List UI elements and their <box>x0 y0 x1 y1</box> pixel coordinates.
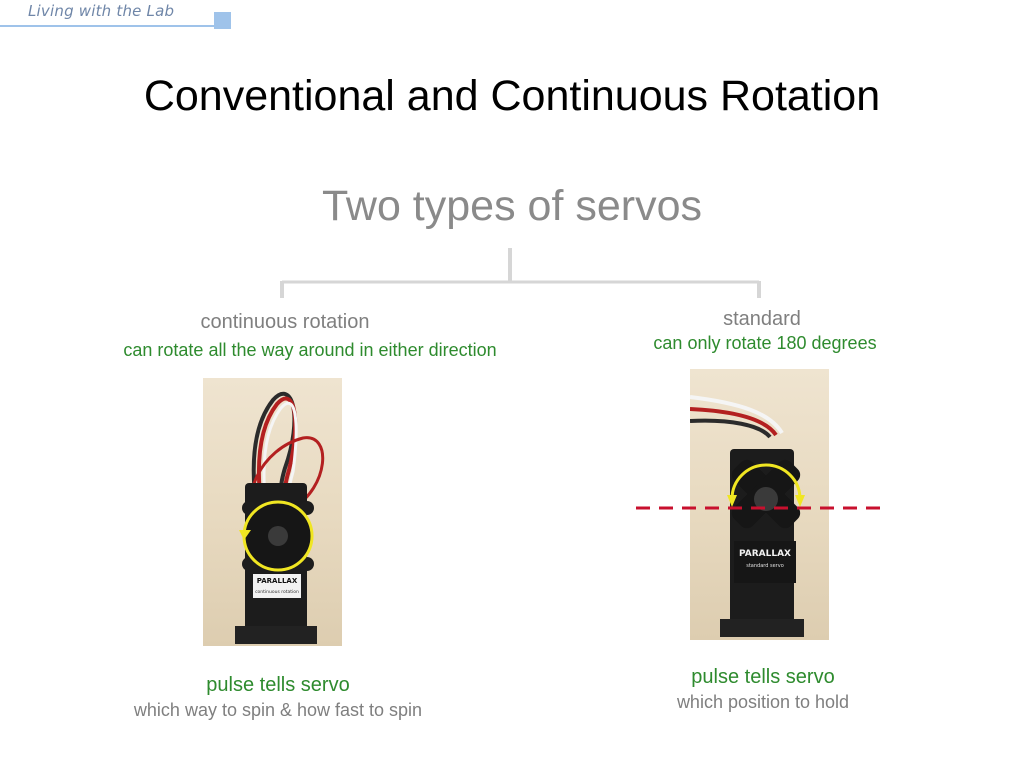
left-arrowhead-icon <box>727 495 737 507</box>
standard-servo-label: standard servo <box>746 563 784 569</box>
continuous-rotation-description: can rotate all the way around in either … <box>123 340 497 360</box>
header-rule <box>0 25 214 27</box>
continuous-servo-label: continuous rotation <box>255 589 299 595</box>
standard-heading: standard <box>723 308 801 330</box>
standard-servo-brand: PARALLAX <box>739 549 791 559</box>
continuous-servo-illustration: PARALLAX continuous rotation <box>235 391 325 644</box>
standard-servo-illustration: PARALLAX standard servo <box>690 395 805 637</box>
standard-pulse-description: which position to hold <box>676 692 850 712</box>
continuous-pulse-description: which way to spin & how fast to spin <box>133 700 423 720</box>
standard-servo-photo: PARALLAX standard servo <box>690 369 829 640</box>
header-square <box>214 12 231 29</box>
header-tag: Living with the Lab <box>28 2 175 20</box>
continuous-rotation-heading: continuous rotation <box>200 311 370 333</box>
slide-title: Conventional and Continuous Rotation <box>143 72 881 120</box>
tree-connector <box>280 248 761 298</box>
standard-description: can only rotate 180 degrees <box>653 333 877 353</box>
half-rotation-arrow-icon <box>730 463 802 500</box>
range-dashed-line <box>636 506 886 510</box>
continuous-pulse-title: pulse tells servo <box>206 674 350 696</box>
continuous-servo-brand: PARALLAX <box>257 577 298 585</box>
standard-pulse-title: pulse tells servo <box>691 666 835 688</box>
slide-subtitle: Two types of servos <box>322 182 702 230</box>
continuous-servo-photo: PARALLAX continuous rotation <box>203 378 342 646</box>
right-arrowhead-icon <box>795 495 805 507</box>
rotation-arrowhead-icon <box>239 530 251 540</box>
